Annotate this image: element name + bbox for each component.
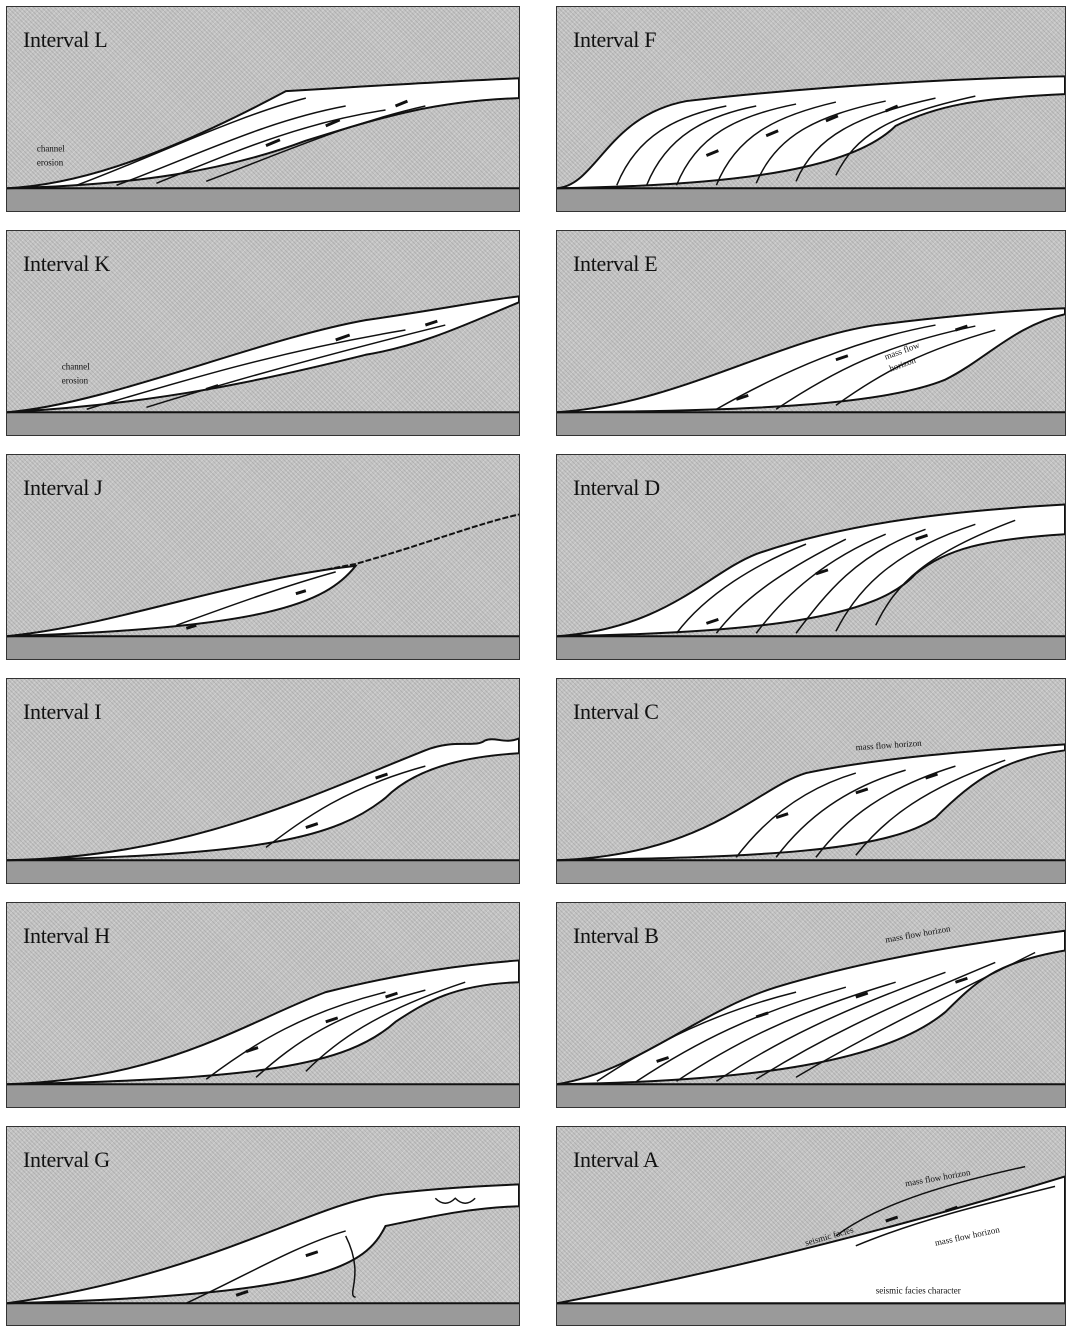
panel-title: Interval E bbox=[573, 251, 657, 277]
panel-k-label-1: channel bbox=[62, 362, 90, 372]
panel-title: Interval I bbox=[23, 699, 101, 725]
panel-c-label-1: mass flow horizon bbox=[855, 738, 922, 753]
panel-l-label-2: erosion bbox=[37, 157, 64, 167]
panel-title: Interval L bbox=[23, 27, 107, 53]
panel-interval-d: Interval D bbox=[556, 454, 1066, 660]
panel-interval-i: Interval I bbox=[6, 678, 520, 884]
panel-title: Interval D bbox=[573, 475, 660, 501]
panel-interval-a: mass flow horizon mass flow horizon seis… bbox=[556, 1126, 1066, 1326]
panel-interval-c: mass flow horizon Interval C bbox=[556, 678, 1066, 884]
panel-k-label-2: erosion bbox=[62, 376, 89, 386]
panel-b-label-1: mass flow horizon bbox=[884, 923, 951, 944]
panel-interval-j: Interval J bbox=[6, 454, 520, 660]
panel-interval-e: mass flow horizon Interval E bbox=[556, 230, 1066, 436]
panel-title: Interval C bbox=[573, 699, 659, 725]
panel-title: Interval F bbox=[573, 27, 656, 53]
panel-interval-l: channel erosion Interval L bbox=[6, 6, 520, 212]
panel-a-label-1: mass flow horizon bbox=[904, 1167, 971, 1188]
panel-interval-h: Interval H bbox=[6, 902, 520, 1108]
panel-interval-f: Interval F bbox=[556, 6, 1066, 212]
panel-title: Interval B bbox=[573, 923, 659, 949]
panel-a-label-4: seismic facies character bbox=[876, 1285, 961, 1295]
panel-l-label-1: channel bbox=[37, 144, 65, 154]
panel-title: Interval J bbox=[23, 475, 102, 501]
panel-interval-k: channel erosion Interval K bbox=[6, 230, 520, 436]
panel-interval-b: mass flow horizon Interval B bbox=[556, 902, 1066, 1108]
panel-title: Interval K bbox=[23, 251, 110, 277]
panel-title: Interval G bbox=[23, 1147, 110, 1173]
panel-title: Interval H bbox=[23, 923, 110, 949]
panel-interval-g: Interval G bbox=[6, 1126, 520, 1326]
panel-title: Interval A bbox=[573, 1147, 659, 1173]
